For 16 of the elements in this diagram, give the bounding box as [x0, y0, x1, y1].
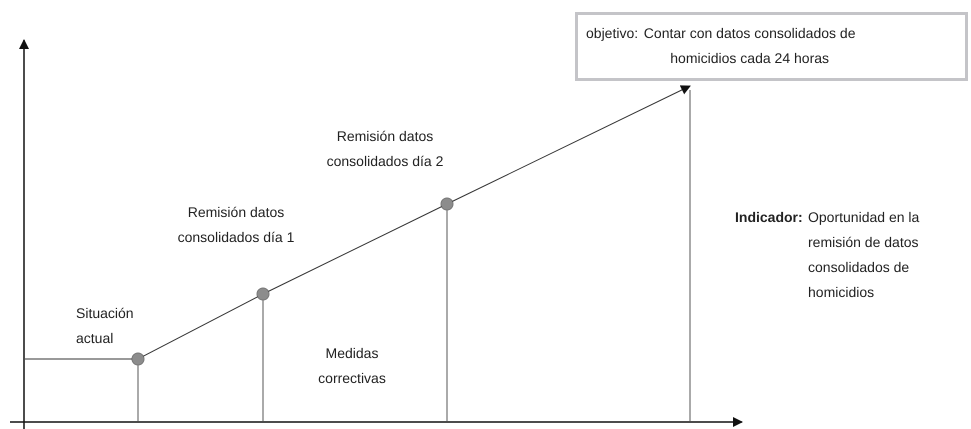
objective-box [575, 12, 968, 81]
point-label: Situación actual [76, 304, 135, 348]
point-label: Remisión datos consolidados día 2 [326, 127, 444, 171]
connector-line [142, 296, 258, 357]
indicator-heading: Indicador: [735, 208, 804, 227]
point-marker [256, 288, 270, 300]
indicator-text: Oportunidad en la remisión de datos consolidados de homicidios [808, 208, 920, 302]
connector-line [24, 358, 132, 360]
objective-heading: objetivo: [586, 24, 638, 43]
connector-line [268, 206, 442, 292]
point-marker [440, 198, 454, 210]
objective-text: Contar con datos consolidados de homicidios cada 24 horas [642, 24, 856, 68]
point-label: Remisión datos consolidados día 1 [176, 203, 296, 247]
point-marker [132, 352, 144, 366]
region-label: Medidas correctivas [317, 344, 387, 388]
arrow [452, 85, 691, 202]
